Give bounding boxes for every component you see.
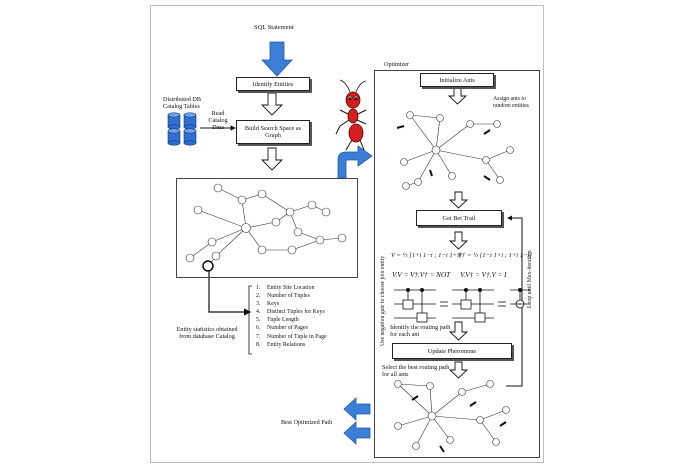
optimizer-graph-bottom bbox=[394, 380, 510, 450]
vdag-definition: V† = ½ [1−i 1+i ; 1+i 1−i] bbox=[458, 252, 532, 259]
stats-item: 6.Number of Pages bbox=[256, 325, 308, 332]
identify-routing-label: Identify the routing path for each ant bbox=[390, 324, 451, 338]
stats-item: 2.Number of Tuples bbox=[256, 293, 310, 300]
diagram-frame bbox=[150, 5, 544, 463]
stats-item: 1.Entity Site Location bbox=[256, 285, 315, 291]
opt-arrow-5 bbox=[448, 361, 469, 379]
update-pheromone-box: Update Pheromone bbox=[392, 343, 512, 359]
get-best-trail-box: Get Bet Trail bbox=[416, 210, 502, 226]
database-icon bbox=[167, 112, 197, 146]
flow-arrow-2 bbox=[260, 147, 284, 171]
search-space-graph bbox=[185, 183, 347, 272]
opt-arrow-3 bbox=[448, 231, 469, 250]
opt-arrow-2 bbox=[448, 191, 469, 209]
optimizer-panel bbox=[374, 70, 540, 458]
stats-connector bbox=[208, 271, 252, 316]
optimizer-graph-top bbox=[400, 111, 514, 190]
flow-arrow-1 bbox=[260, 92, 284, 116]
quantum-circuit bbox=[394, 287, 530, 323]
stats-item: 5.Tuple Length bbox=[256, 317, 299, 324]
v-relation-identity: V.V† = V†.V = I bbox=[460, 271, 507, 279]
opt-arrow-1 bbox=[447, 87, 468, 105]
loop-label: Loop until Max-iteration bbox=[527, 250, 533, 308]
best-optimized-path-label: Best Optimized Path bbox=[281, 419, 333, 426]
ant-marks-top bbox=[396, 125, 491, 181]
optimizer-label: Optimizer bbox=[384, 61, 410, 68]
output-arrow-2 bbox=[343, 421, 371, 445]
select-best-label: Select the best routing path for all ant… bbox=[382, 364, 450, 378]
stats-item: 7.Number of Tuple in Page bbox=[256, 333, 327, 340]
stats-item: 8.Entity Relations bbox=[256, 341, 306, 348]
negation-gate-label: Use negation gate to choose join entity bbox=[380, 255, 386, 346]
sql-input-arrow bbox=[261, 41, 293, 77]
stats-item: 3.Keys bbox=[256, 301, 280, 308]
v-relation-not: V.V = V†.V† = NOT bbox=[392, 271, 451, 279]
entity-stats-list: 1.Entity Site Location 2.Number of Tuple… bbox=[256, 284, 327, 349]
stats-bracket bbox=[248, 285, 252, 355]
opt-arrow-4 bbox=[448, 321, 469, 341]
v-definition: V = ½ [1+i 1−i ; 1−i 1+i] bbox=[391, 252, 462, 259]
ant-icon bbox=[335, 79, 367, 151]
identify-entities-box: Identify Entities bbox=[236, 77, 310, 91]
ant-marks-bottom bbox=[411, 395, 507, 453]
sql-statement-label: SQL Statement bbox=[254, 24, 294, 31]
initialize-ants-box: Initialize Ants bbox=[420, 73, 494, 87]
read-catalog-label: Read Catalog Data bbox=[208, 110, 228, 131]
output-arrow-1 bbox=[343, 397, 371, 421]
search-space-panel bbox=[176, 178, 358, 278]
to-optimizer-arrow bbox=[337, 145, 373, 179]
stats-item: 4.Distinct Tuples for Keys bbox=[256, 309, 325, 316]
build-search-space-box: Build Search Space as Graph bbox=[236, 120, 310, 144]
assign-ants-label: Assign ants to random entities bbox=[493, 96, 529, 109]
entity-statistics-label: Entity statistics obtained from database… bbox=[176, 326, 238, 340]
catalog-tables-label: Distributed DB Catalog Tables bbox=[163, 96, 201, 110]
